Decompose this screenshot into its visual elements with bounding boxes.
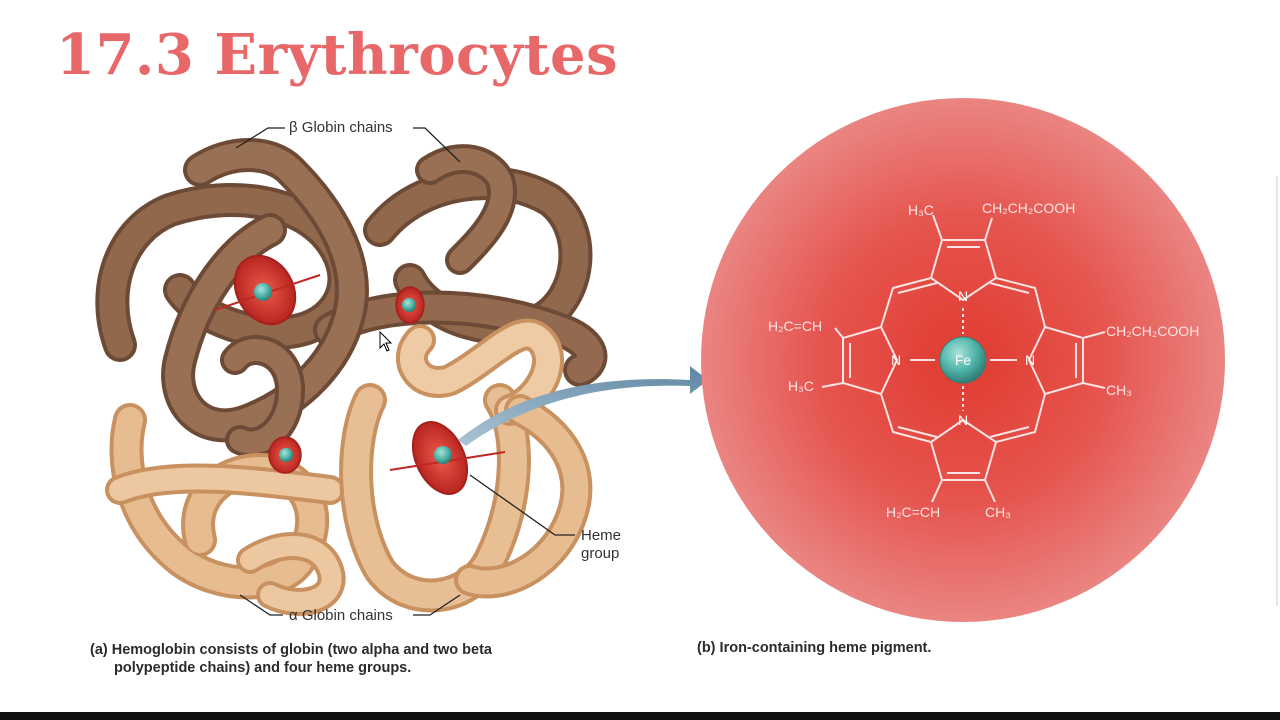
heme-group-label: Heme group [581,527,621,563]
heme-group-1 [214,254,321,326]
group-bottom-right: CH₃ [985,504,1011,520]
hemoglobin-illustration [95,127,608,616]
nitrogen-right: N [1025,352,1035,368]
mouse-cursor [379,330,393,352]
nitrogen-top: N [958,288,968,304]
heme-group-2 [395,286,425,324]
nitrogen-left: N [891,352,901,368]
iron-label: Fe [955,352,972,368]
heme-label-line2: group [581,545,620,562]
group-bottom-left: H₂C=CH [886,504,940,520]
iron-atom [939,336,987,384]
nitrogen-bottom: N [958,412,968,428]
group-left-lower: H₃C [788,378,814,394]
group-left-upper: H₂C=CH [768,318,822,334]
heme-group-4 [389,421,506,495]
beta-globin-label: β Globin chains [289,119,393,136]
caption-a-line2: polypeptide chains) and four heme groups… [114,660,412,676]
porphyrin-bonds [821,214,1106,503]
alpha-globin-chains [105,318,593,616]
heme-groups [214,254,506,495]
group-top-left: H₃C [908,202,934,218]
group-top-right: CH₂CH₂COOH [982,200,1075,216]
alpha-globin-label: α Globin chains [289,607,393,624]
group-right-upper: CH₂CH₂COOH [1106,323,1199,339]
leader-lines [235,127,575,616]
heme-group-3 [268,436,302,474]
caption-a-line1: (a) Hemoglobin consists of globin (two a… [90,642,492,658]
magnify-arrow [458,366,708,446]
heme-pigment-diagram: Fe N N N N H₃C CH₂CH₂COOH CH₂CH₂COOH CH₃… [701,98,1225,622]
slide-edge [1276,176,1278,606]
group-right-lower: CH₃ [1106,382,1132,398]
bottom-bar [0,712,1280,720]
heme-label-line1: Heme [581,527,622,544]
caption-b: (b) Iron-containing heme pigment. [697,640,932,656]
caption-a: (a) Hemoglobin consists of globin (two a… [90,641,492,677]
slide-title: 17.3 Erythrocytes [56,22,619,88]
